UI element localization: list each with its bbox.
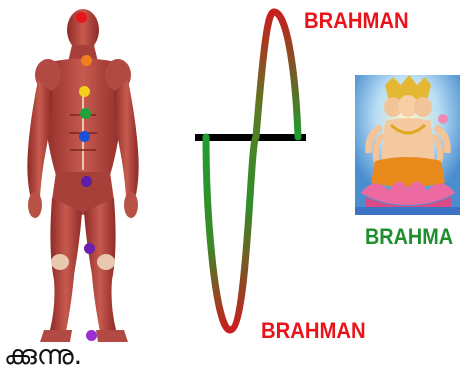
brahman-top-label: BRAHMAN xyxy=(304,8,409,34)
sine-wave-icon xyxy=(190,0,310,345)
chakra-dot-third-eye xyxy=(81,55,92,66)
wave-diagram xyxy=(190,0,310,345)
caption-text: ക്കുന്നു. xyxy=(4,340,82,372)
brahma-deity-image xyxy=(355,75,460,215)
chakra-dot-lower xyxy=(84,243,95,254)
chakra-dot-heart xyxy=(80,108,91,119)
chakra-dot-crown xyxy=(76,12,87,23)
baseline-bar xyxy=(195,134,306,141)
anatomy-figure xyxy=(0,0,180,345)
chakra-dot-lowest xyxy=(86,330,97,341)
chakra-dot-throat xyxy=(79,86,90,97)
brahma-deity-icon xyxy=(355,75,460,215)
brahma-label: BRAHMA xyxy=(365,224,453,250)
chakra-dot-solar-plexus xyxy=(79,131,90,142)
muscular-body-icon xyxy=(0,0,180,345)
chakra-dot-sacral xyxy=(81,176,92,187)
brahman-bottom-label: BRAHMAN xyxy=(261,318,366,344)
